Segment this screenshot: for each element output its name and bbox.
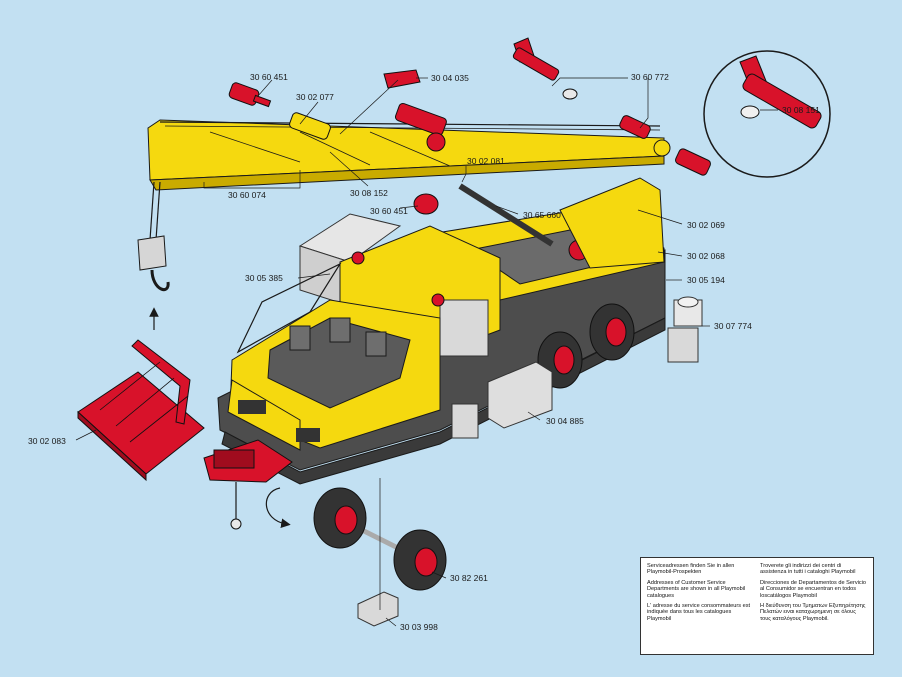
red-knob-right: [675, 148, 711, 176]
label-30-08-151: 30 08 151: [782, 105, 820, 115]
label-30-07-774: 30 07 774: [714, 321, 752, 331]
label-30-05-194: 30 05 194: [687, 275, 725, 285]
side-storage-box: [487, 361, 553, 429]
hook-block: [137, 181, 170, 292]
part-labels: 30 60 451 30 02 077 30 04 035 30 60 772 …: [28, 72, 820, 632]
label-30-04-035: 30 04 035: [431, 73, 469, 83]
leader-lines: [75, 77, 778, 627]
detail-inset: [703, 50, 831, 178]
notice-german: Serviceadressen finden Sie in allen Play…: [647, 563, 735, 576]
notice-spanish: Direcciones de Departamentos de Servicio…: [760, 579, 867, 599]
label-30-04-885: 30 04 885: [546, 416, 584, 426]
gray-bracket: [357, 591, 399, 627]
label-30-60-451-top: 30 60 451: [250, 72, 288, 82]
outrigger-legs: [451, 296, 703, 439]
label-30-60-451-mid: 30 60 451: [370, 206, 408, 216]
label-30-02-081: 30 02 081: [467, 156, 505, 166]
red-knob-mid: [413, 193, 439, 215]
crane-boom: [147, 119, 671, 269]
notice-italian: Troverete gli indirizzi dei centri di as…: [760, 563, 856, 576]
label-30-02-077: 30 02 077: [296, 92, 334, 102]
front-winch: [203, 439, 293, 530]
label-30-03-998: 30 03 998: [400, 622, 438, 632]
wheel-axle: [313, 487, 447, 591]
notice-column-right: Troverete gli indirizzi dei centri di as…: [760, 563, 867, 649]
red-pin-3060451-top: [228, 82, 272, 108]
label-30-60-772: 30 60 772: [631, 72, 669, 82]
notice-french: L' adresse du service consommateurs est …: [647, 603, 751, 622]
notice-greek: Η διεύθυνση του Τμηματων Εξυπηρέτησης Πε…: [760, 603, 866, 622]
red-crank-3060772: [512, 37, 651, 139]
label-30-02-068: 30 02 068: [687, 251, 725, 261]
label-30-02-069: 30 02 069: [687, 220, 725, 230]
red-platform: [77, 339, 205, 482]
notice-english: Addresses of Customer Service Department…: [647, 579, 746, 599]
truck-body: [227, 207, 665, 451]
red-clip-3004035: [383, 69, 421, 89]
service-address-notice: Serviceadressen finden Sie in allen Play…: [640, 557, 874, 655]
label-30-08-152: 30 08 152: [350, 188, 388, 198]
label-30-65-660: 30 65 660: [523, 210, 561, 220]
label-30-05-385: 30 05 385: [245, 273, 283, 283]
notice-column-left: Serviceadressen finden Sie in allen Play…: [647, 563, 754, 649]
label-30-02-083: 30 02 083: [28, 436, 66, 446]
label-30-60-074: 30 60 074: [228, 190, 266, 200]
label-30-82-261: 30 82 261: [450, 573, 488, 583]
pulley-assembly: [289, 102, 447, 152]
